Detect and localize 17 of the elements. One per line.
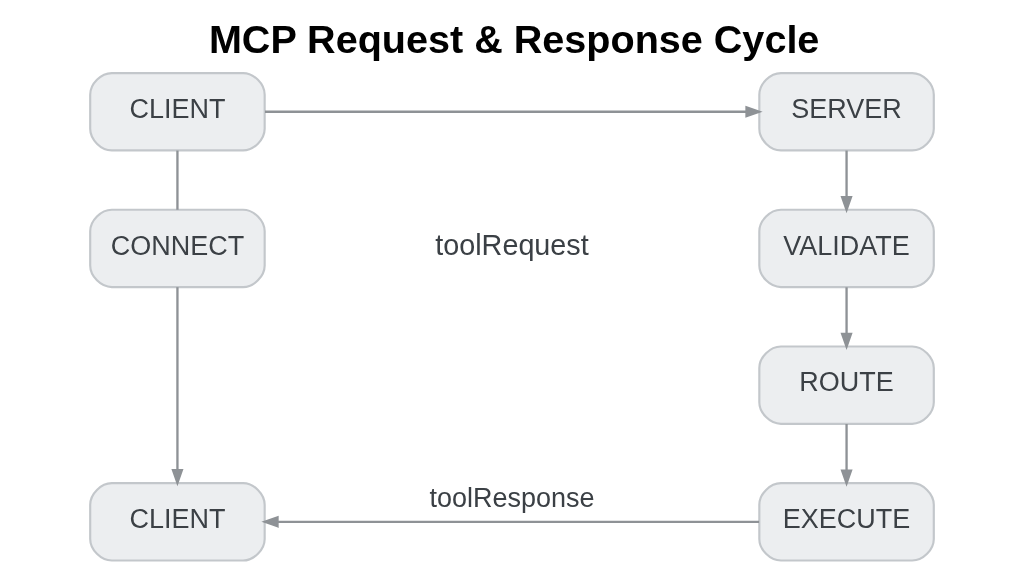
- node-box: CLIENT: [89, 482, 266, 562]
- connector: [176, 150, 179, 210]
- label: toolRequest: [435, 229, 589, 262]
- diagram-title: MCP Request & Response Cycle: [208, 16, 820, 61]
- node-box: VALIDATE: [758, 208, 935, 289]
- arrow: [840, 287, 853, 350]
- edge-label: toolResponse: [429, 483, 595, 514]
- arrow: [171, 287, 184, 487]
- node-box: CONNECT: [89, 208, 266, 289]
- node-box: SERVER: [758, 71, 935, 152]
- node-box: ROUTE: [758, 345, 935, 425]
- arrow: [265, 105, 763, 118]
- arrow: [840, 424, 853, 487]
- node-box: CLIENT: [89, 71, 266, 152]
- node-box: EXECUTE: [758, 482, 935, 562]
- arrow: [261, 515, 760, 528]
- arrow: [840, 150, 853, 214]
